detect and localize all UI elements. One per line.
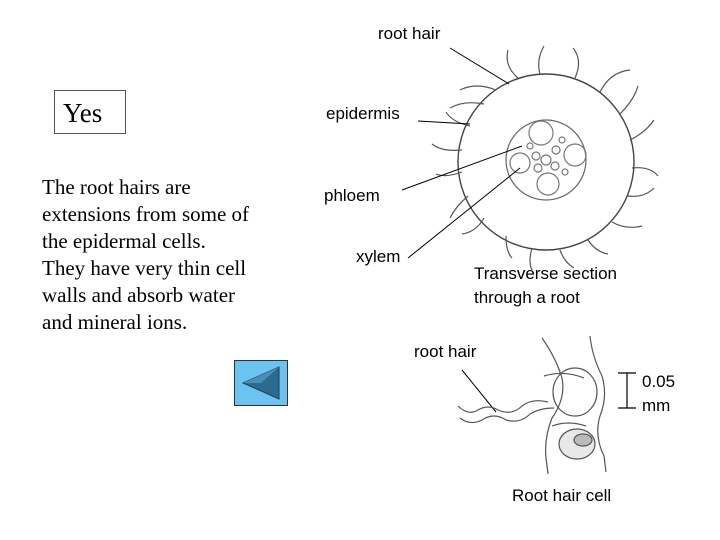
pointer-lines	[401, 47, 523, 413]
caption-root-hair-cell: Root hair cell	[512, 486, 612, 505]
explanation-line: the epidermal cells.	[42, 229, 206, 253]
label-root-hair-cell: root hair	[414, 342, 477, 361]
explanation-text: The root hairs are extensions from some …	[42, 174, 312, 336]
answer-box: Yes	[54, 90, 126, 134]
scale-value: 0.05	[642, 372, 676, 391]
back-button[interactable]	[234, 360, 288, 406]
label-root-hair-transverse: root hair	[378, 24, 441, 43]
explanation-line: walls and absorb water	[42, 283, 236, 307]
caption-transverse-line-1: Transverse section	[474, 264, 617, 283]
explanation-line: extensions from some of	[42, 202, 250, 226]
scale-bar	[618, 372, 636, 409]
explanation-line: and mineral ions.	[42, 310, 188, 334]
root-hair-cell-diagram	[457, 335, 607, 475]
explanation-line: The root hairs are	[42, 175, 191, 199]
scale-unit: mm	[642, 396, 671, 415]
label-phloem: phloem	[324, 186, 380, 205]
caption-transverse-line-2: through a root	[474, 288, 580, 307]
label-xylem: xylem	[356, 247, 401, 266]
label-epidermis: epidermis	[326, 104, 400, 123]
explanation-line: They have very thin cell	[42, 256, 247, 280]
transverse-section-diagram	[431, 45, 659, 271]
triangle-left-icon	[241, 366, 280, 400]
